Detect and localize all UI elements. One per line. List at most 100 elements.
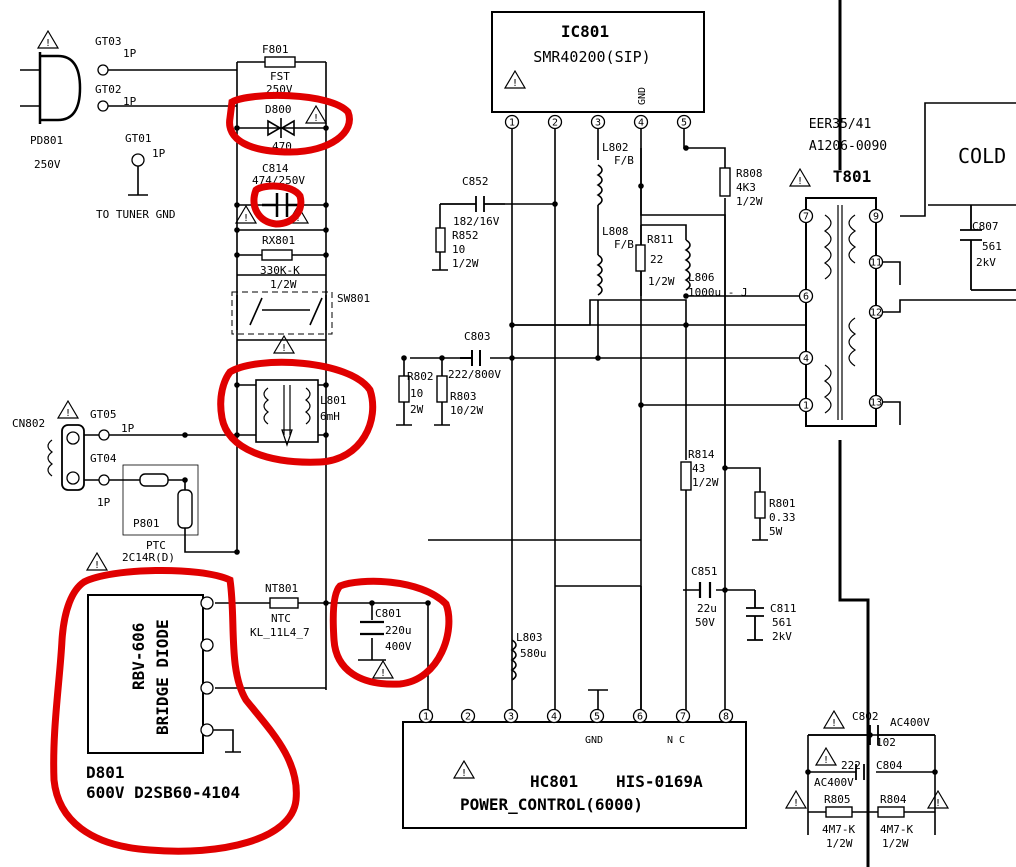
d801-body <box>87 594 204 754</box>
gt05-label: GT05 <box>90 408 117 421</box>
junction-dot <box>638 402 644 408</box>
warning-triangle-icon <box>85 551 109 571</box>
warning-triangle-icon <box>234 204 258 224</box>
junction-dot <box>595 355 601 361</box>
l801-ref: L801 <box>320 394 347 407</box>
hc801-pin-label: 8 <box>723 712 729 723</box>
gt05-1p: 1P <box>121 422 135 435</box>
c852-val: 182/16V <box>453 215 500 228</box>
junction-dot <box>323 600 329 606</box>
rx801-ref: RX801 <box>262 234 295 247</box>
t801-pin-7 <box>798 208 814 224</box>
junction-dot <box>234 227 240 233</box>
hc801-pin-label: 7 <box>680 712 686 723</box>
r802-w: 2W <box>410 403 424 416</box>
junction-dot <box>425 600 431 606</box>
l803-ref: L803 <box>516 631 543 644</box>
r801-w: 5W <box>769 525 783 538</box>
ic801-pin-1 <box>504 114 520 130</box>
hc801-pin-label: 5 <box>594 712 600 723</box>
l802-ref: L802 <box>602 141 629 154</box>
warning-mark: ! <box>45 38 51 49</box>
junction-dot <box>509 355 515 361</box>
f801-ref: F801 <box>262 43 289 56</box>
t801-core: EER35/41 <box>809 117 872 132</box>
ic801-ref: IC801 <box>561 22 609 41</box>
r805-val: 4M7-K <box>822 823 855 836</box>
hc801-body <box>402 721 747 829</box>
junction-dot <box>932 769 938 775</box>
warning-triangle-icon <box>452 759 476 779</box>
c804-v: AC400V <box>814 776 854 789</box>
warning-mark: ! <box>797 176 803 187</box>
warning-triangle-icon <box>272 334 296 354</box>
c802-val: 102 <box>876 736 896 749</box>
p801-a: PTC <box>146 539 166 552</box>
junction-dot <box>182 477 188 483</box>
r805-ref: R805 <box>824 793 851 806</box>
c801-ref: C801 <box>375 607 402 620</box>
junction-dot <box>638 183 644 189</box>
l801-val: 6mH <box>320 410 340 423</box>
t801-transformer: EER35/41 A1206-0090 T801 <box>805 117 887 427</box>
junction-dot <box>323 252 329 258</box>
c804-val: 222 <box>841 759 861 772</box>
f801-a: FST <box>270 70 290 83</box>
d801-b: BRIDGE DIODE <box>153 619 172 735</box>
junction-dot <box>234 202 240 208</box>
t801-pin-1 <box>798 397 814 413</box>
junction-dot <box>683 145 689 151</box>
ic801-part: SMR40200(SIP) <box>533 48 650 66</box>
warning-mark: ! <box>243 213 249 224</box>
c811-ref: C811 <box>770 602 797 615</box>
junction-dot <box>234 125 240 131</box>
r802-val: 10 <box>410 387 423 400</box>
gt04-label: GT04 <box>90 452 117 465</box>
junction-dot <box>552 201 558 207</box>
warning-triangle-icon <box>56 399 80 419</box>
warning-mark: ! <box>461 768 467 779</box>
hc801-pin-label: 6 <box>637 712 643 723</box>
nt801-ref: NT801 <box>265 582 298 595</box>
c807-ref: C807 <box>972 220 999 233</box>
t801-ref: T801 <box>833 167 872 186</box>
r804-ref: R804 <box>880 793 907 806</box>
red-annotations <box>50 91 453 855</box>
hc801: HC801 HIS-0169A POWER_CONTROL(6000) GND … <box>402 721 747 829</box>
l802-val: F/B <box>614 154 634 167</box>
r852-val: 10 <box>452 243 465 256</box>
nt801-b: KL_11L4_7 <box>250 626 310 639</box>
t801-part: A1206-0090 <box>809 139 887 154</box>
warning-triangle-icon <box>926 789 950 809</box>
r852-ref: R852 <box>452 229 479 242</box>
t801-pin-label: 12 <box>870 308 882 319</box>
r811-w: 1/2W <box>648 275 675 288</box>
r805-w: 1/2W <box>826 837 853 850</box>
junction-dot <box>401 355 407 361</box>
ic801-pin-label: 4 <box>638 118 644 129</box>
junction-dot <box>234 382 240 388</box>
red-circle-d801 <box>50 566 300 855</box>
to-tuner-gnd: TO TUNER GND <box>96 208 175 221</box>
junction-dot <box>722 465 728 471</box>
r802-ref: R802 <box>407 370 434 383</box>
c851-val: 22u <box>697 602 717 615</box>
junction-dot <box>234 252 240 258</box>
r814-ref: R814 <box>688 448 715 461</box>
ic801-pin-3 <box>590 114 606 130</box>
hc801-pin-3 <box>503 708 519 724</box>
gt03-1p: 1P <box>123 47 137 60</box>
warning-mark: ! <box>512 78 518 89</box>
hc801-pin-5 <box>589 708 605 724</box>
l806-val: 1000u - J <box>688 286 748 299</box>
ic801-body <box>491 11 705 113</box>
r801-ref: R801 <box>769 497 796 510</box>
r803-ref: R803 <box>450 390 477 403</box>
warning-mark: ! <box>281 343 287 354</box>
warning-mark: ! <box>831 718 837 729</box>
c814-ref: C814 <box>262 162 289 175</box>
plug-input: PD801 250V GT03 1P GT02 1P GT01 1P TO TU… <box>20 35 175 221</box>
warning-mark: ! <box>313 113 319 124</box>
